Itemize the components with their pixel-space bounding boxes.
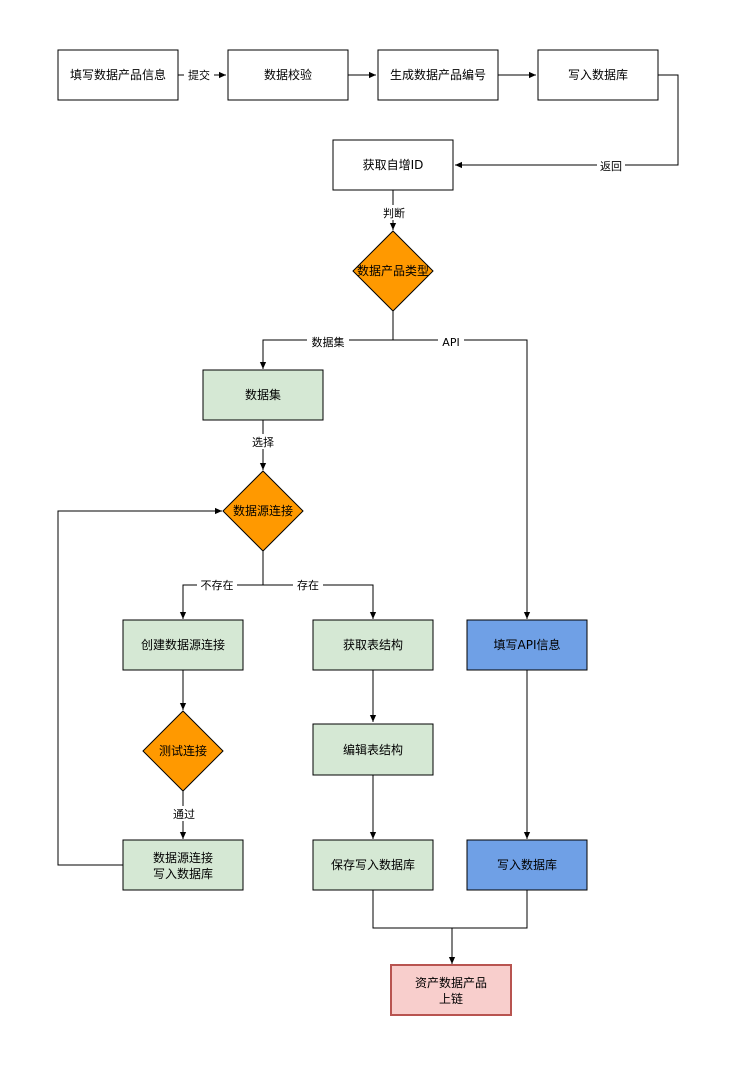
- node-get-table-label: 获取表结构: [343, 637, 403, 652]
- node-write-db-1: 写入数据库: [537, 49, 659, 101]
- node-create-ds-label: 创建数据源连接: [141, 637, 225, 652]
- node-product-type-label: 数据产品类型: [357, 263, 429, 278]
- node-fill-info: 填写数据产品信息: [57, 49, 179, 101]
- node-dataset: 数据集: [202, 369, 324, 421]
- node-edit-table-label: 编辑表结构: [343, 742, 403, 757]
- node-get-id: 获取自增ID: [332, 139, 454, 191]
- edge-dswrite-loop: [57, 507, 222, 866]
- node-save-write: 保存写入数据库: [312, 839, 434, 891]
- node-get-table: 获取表结构: [312, 619, 434, 671]
- edge-save-to-publish: [372, 890, 528, 929]
- edge-labels: 提交 返回 判断 数据集 API 选择 不存在 存在 通过: [169, 67, 625, 821]
- node-validate-label: 数据校验: [264, 67, 312, 82]
- node-fill-info-label: 填写数据产品信息: [70, 67, 166, 82]
- node-ds-connect-label: 数据源连接: [233, 503, 293, 518]
- node-publish: 资产数据产品 上链: [390, 964, 512, 1016]
- node-ds-connect: 数据源连接: [222, 470, 304, 552]
- node-test-connect: 测试连接: [142, 710, 224, 792]
- edge-label-submit: 提交: [188, 68, 210, 82]
- edge-label-api: API: [442, 336, 459, 349]
- node-dataset-label: 数据集: [245, 387, 281, 402]
- node-save-write-label: 保存写入数据库: [331, 857, 415, 872]
- node-product-type: 数据产品类型: [352, 230, 434, 312]
- node-get-id-label: 获取自增ID: [363, 158, 424, 172]
- edge-type-to-api: [393, 339, 531, 619]
- node-ds-write-label-1: 数据源连接: [153, 850, 213, 865]
- edge-label-not-exist: 不存在: [201, 578, 234, 592]
- edge-label-select: 选择: [252, 435, 274, 449]
- edge-label-dataset: 数据集: [312, 335, 345, 349]
- node-create-ds: 创建数据源连接: [122, 619, 244, 671]
- node-ds-write-label-2: 写入数据库: [153, 866, 213, 881]
- node-edit-table: 编辑表结构: [312, 723, 434, 776]
- edge-label-pass: 通过: [173, 808, 195, 821]
- node-test-connect-label: 测试连接: [159, 743, 207, 758]
- node-gen-number-label: 生成数据产品编号: [390, 67, 486, 82]
- node-write-db-1-label: 写入数据库: [568, 67, 628, 82]
- edge-label-return: 返回: [600, 160, 622, 173]
- node-fill-api: 填写API信息: [466, 619, 588, 671]
- node-ds-write: 数据源连接 写入数据库: [122, 839, 244, 891]
- edge-label-judge: 判断: [383, 206, 405, 220]
- node-publish-label-1: 资产数据产品: [415, 975, 487, 990]
- node-validate: 数据校验: [227, 49, 349, 101]
- node-gen-number: 生成数据产品编号: [377, 49, 499, 101]
- edge-label-exist: 存在: [297, 578, 319, 592]
- node-write-db-api-label: 写入数据库: [497, 857, 557, 872]
- connectors: [57, 71, 679, 964]
- node-write-db-api: 写入数据库: [466, 839, 588, 891]
- edge-write-return: [455, 74, 679, 169]
- node-publish-label-2: 上链: [439, 991, 463, 1006]
- node-fill-api-label: 填写API信息: [494, 637, 561, 652]
